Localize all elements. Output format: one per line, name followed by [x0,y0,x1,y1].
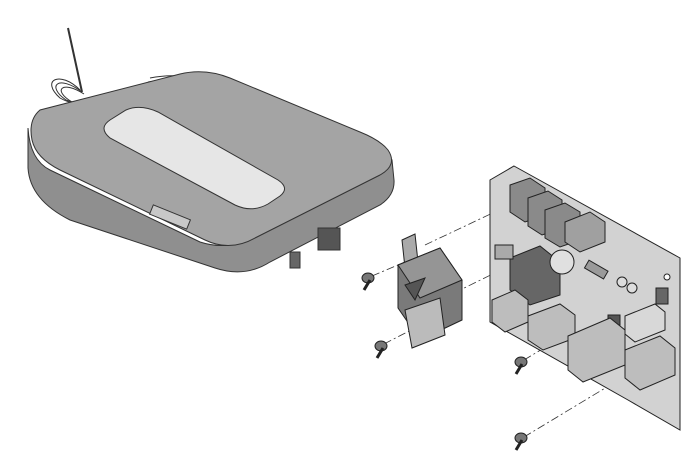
screw-icon [514,356,528,375]
housing-label-slot [148,204,192,230]
plug-in-module [397,233,463,349]
terminal-blocks [491,289,676,391]
screw-icon [361,272,375,291]
screw-icon [374,340,388,359]
relays [509,177,606,253]
screw-icon [514,432,528,451]
small-components [494,244,669,326]
housing-side [27,127,395,273]
housing-connector [317,227,341,251]
capacitor [549,249,575,275]
receiver-housing [27,71,395,273]
transformer [509,245,561,306]
housing-window [103,106,285,210]
circuit-board [489,165,681,431]
screws [361,272,528,451]
